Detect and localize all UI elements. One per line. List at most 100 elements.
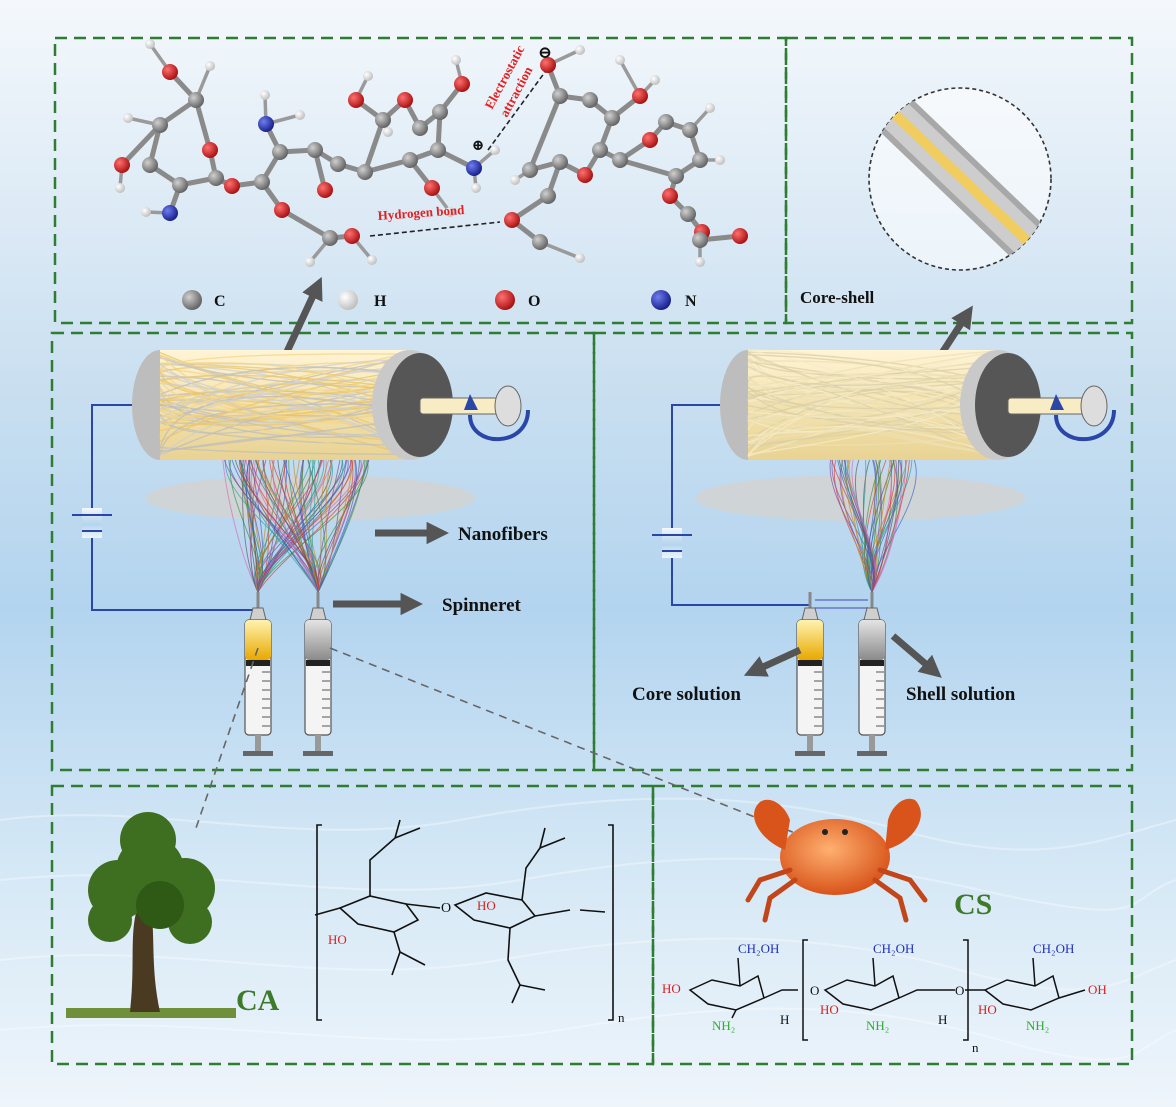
tree-trunk bbox=[130, 900, 160, 1012]
atom-c bbox=[658, 114, 674, 130]
cs-ring-1-o-bond bbox=[763, 989, 798, 999]
core-layer bbox=[876, 96, 1049, 262]
nanofibers-label: Nanofibers bbox=[458, 524, 548, 545]
atom-o bbox=[642, 132, 658, 148]
cs-ring-1 bbox=[688, 974, 765, 1011]
atom-c bbox=[412, 120, 428, 136]
atom-o bbox=[114, 157, 130, 173]
legend-nitrogen-ball bbox=[651, 290, 671, 310]
atom-h bbox=[383, 127, 393, 137]
atom-c bbox=[692, 232, 708, 248]
crab-icon bbox=[745, 798, 928, 923]
atom-o bbox=[317, 182, 333, 198]
cs-chemical-structure bbox=[688, 939, 1086, 1041]
panel-cs-frame bbox=[651, 784, 1134, 1066]
hydrogen-bond-label: Hydrogen bond bbox=[377, 202, 465, 223]
panel-molecule-frame bbox=[53, 36, 788, 325]
atom-c bbox=[552, 88, 568, 104]
atom-h bbox=[715, 155, 725, 165]
spinneret-label: Spinneret bbox=[442, 595, 522, 616]
crab-right-claw bbox=[885, 798, 921, 850]
atom-c bbox=[692, 152, 708, 168]
syringe-yellow bbox=[243, 592, 273, 756]
panel-frames bbox=[50, 36, 1134, 1066]
cs-ring-3-oh-bond bbox=[1058, 989, 1086, 999]
atom-c bbox=[582, 92, 598, 108]
rotation-arrow-icon bbox=[468, 409, 530, 442]
coaxial-electrospinning-setup bbox=[652, 349, 1116, 756]
tree-icon bbox=[66, 812, 236, 1018]
ca-left-bond bbox=[314, 907, 341, 916]
ca-bridge-o: O bbox=[441, 901, 451, 916]
water-ripples bbox=[0, 797, 1176, 1061]
atom-legend: C H O N bbox=[182, 290, 697, 310]
ca-bracket-right bbox=[608, 824, 614, 1021]
atom-h bbox=[575, 253, 585, 263]
arrow-to-molecule bbox=[281, 276, 323, 358]
atom-n bbox=[162, 205, 178, 221]
atom-o bbox=[504, 212, 520, 228]
atom-c bbox=[532, 234, 548, 250]
legend-carbon-ball bbox=[182, 290, 202, 310]
rotation-arrow-icon-coaxial bbox=[1054, 409, 1116, 442]
ca-acetyl-4 bbox=[507, 927, 546, 1004]
cs-ho-1: HO bbox=[662, 981, 681, 996]
ca-label: CA bbox=[236, 984, 280, 1017]
atom-h bbox=[295, 110, 305, 120]
atom-h bbox=[260, 90, 270, 100]
tree-canopy bbox=[88, 812, 215, 944]
ca-ho-left: HO bbox=[328, 932, 347, 947]
cs-ho-3: HO bbox=[978, 1002, 997, 1017]
ca-terminal-bonds bbox=[534, 909, 606, 917]
ca-glycosidic-bond bbox=[405, 903, 441, 909]
atom-h bbox=[145, 39, 155, 49]
atom-o bbox=[348, 92, 364, 108]
electrostatic-dashed-line bbox=[487, 71, 546, 151]
atom-h bbox=[367, 255, 377, 265]
axle-end bbox=[494, 385, 522, 427]
legend-carbon-label: C bbox=[214, 293, 226, 310]
ca-ho-mid: HO bbox=[477, 898, 496, 913]
atom-c bbox=[307, 142, 323, 158]
battery-gap bbox=[82, 508, 102, 538]
rotation-arrow-head bbox=[464, 394, 478, 410]
cs-oh-end: OH bbox=[1088, 982, 1107, 997]
legend-oxygen-label: O bbox=[528, 293, 540, 310]
atom-h bbox=[451, 55, 461, 65]
ball-and-stick-molecule bbox=[114, 39, 748, 267]
atom-h bbox=[141, 207, 151, 217]
atom-o bbox=[274, 202, 290, 218]
atom-h bbox=[471, 183, 481, 193]
ca-chemical-structure bbox=[314, 819, 614, 1021]
cs-h-1: H bbox=[780, 1012, 789, 1027]
atom-c bbox=[357, 164, 373, 180]
cs-ring-2-ch2oh-bond bbox=[872, 957, 876, 987]
atom-o bbox=[162, 64, 178, 80]
atom-o bbox=[540, 57, 556, 73]
atom-h bbox=[205, 61, 215, 71]
ca-acetyl-1 bbox=[369, 819, 421, 896]
atom-o bbox=[454, 76, 470, 92]
core-shell-fiber-zoom bbox=[868, 87, 1052, 271]
blend-electrospinning-setup bbox=[72, 350, 530, 756]
legend-oxygen-ball bbox=[495, 290, 515, 310]
cs-ch2oh-2: CH₂OH bbox=[873, 941, 914, 956]
crab-left-claw bbox=[754, 799, 790, 850]
cs-ho-2: HO bbox=[820, 1002, 839, 1017]
hydrogen-bond-dashed-line bbox=[369, 221, 501, 237]
cs-label: CS bbox=[954, 888, 992, 921]
link-yellow-syringe-to-ca bbox=[195, 647, 259, 829]
cs-subscript-n: n bbox=[972, 1040, 979, 1055]
atom-h bbox=[123, 113, 133, 123]
ca-acetyl-2 bbox=[391, 931, 426, 976]
ca-subscript-n: n bbox=[618, 1010, 625, 1025]
atom-c bbox=[272, 144, 288, 160]
atom-c bbox=[375, 112, 391, 128]
core-shell-label: Core-shell bbox=[800, 288, 875, 307]
atom-h bbox=[305, 257, 315, 267]
circuit-wire bbox=[91, 404, 254, 611]
atom-h bbox=[575, 45, 585, 55]
arrow-to-core-shell bbox=[937, 305, 973, 358]
panel-ca-frame bbox=[50, 784, 655, 1066]
atom-h bbox=[445, 207, 455, 217]
